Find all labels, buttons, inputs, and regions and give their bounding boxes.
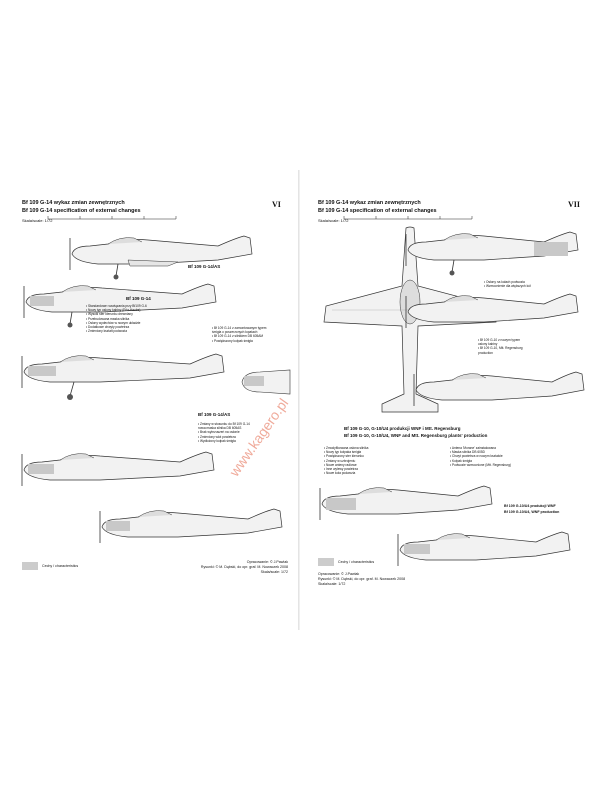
note-line: • Antena 'Morane' zainstalowana xyxy=(450,446,496,450)
aircraft-profile-2 xyxy=(23,283,217,328)
note-line: • Inne wylewy powietrza xyxy=(324,467,358,472)
left-notes-b: • Bf 109 G-14 z zamontowanym typem śmigł… xyxy=(212,326,266,343)
right-label-1: Bf 109 G-10/U4 produkcji WNF xyxy=(504,504,556,508)
left-label-2: Bf 109 G-14 xyxy=(126,296,151,301)
right-notes-d: • Antena 'Morane' zainstalowana • Maska … xyxy=(450,446,511,467)
right-legend: Cechy / characteristics xyxy=(318,558,374,566)
note-line: • Przebudowana maska silnika xyxy=(86,316,130,321)
note-line: • Bf 109 G-14 z silnikiem DB 605AM xyxy=(212,334,264,339)
legend-swatch xyxy=(318,558,334,566)
book-spread: Bf 109 G-14 wykaz zmian zewnętrznych Bf … xyxy=(8,170,592,630)
note-line: • Nowe anteny radiowe xyxy=(324,462,357,467)
left-notes-c: • Zmiany w stosunku do Bf 109 G-14 nowa … xyxy=(198,422,250,443)
note-line: • Dodatkowe chwyty powietrza xyxy=(86,325,130,330)
note-line: • Chwyt powietrza w nowym kształcie xyxy=(450,454,503,459)
note-line: production xyxy=(478,350,493,355)
legend-swatch xyxy=(22,562,38,570)
footer-line: Opracowanie: © J.Pawlak xyxy=(246,560,288,564)
aircraft-profile-1 xyxy=(69,235,253,280)
right-label-2: Bf 109 G-10/U4, WNF production xyxy=(504,510,560,514)
left-page-number: VI xyxy=(272,200,281,209)
right-notes-b: • Bf 109 G-10 z nowym typem osłony kabin… xyxy=(478,338,523,355)
note-line: • Wzmocnienie dla większych kół xyxy=(484,284,531,289)
aircraft-profile-r5 xyxy=(397,531,571,566)
note-line: • Powiększony ster kierunku xyxy=(324,454,364,459)
nose-detail xyxy=(241,369,291,395)
right-notes-c: • Zmodyfikowana osłona silnika • Nowy ty… xyxy=(324,446,368,475)
left-footer: Opracowanie: © J.Pawlak Rysunki: © M. Dą… xyxy=(158,560,288,575)
note-line: nowa maska silnika DB 605AS xyxy=(198,426,242,431)
left-legend: Cechy / characteristics xyxy=(22,562,78,570)
right-production-pl: Bf 109 G-10, G-10/U4 produkcji WNF i Mtt… xyxy=(344,426,461,431)
note-line: śmigła o poszerzonych łopatach xyxy=(212,330,258,335)
note-line: • Podwozie wzmocnione (Mtt. Regensburg) xyxy=(450,462,511,467)
aircraft-profile-4 xyxy=(21,451,215,486)
legend-text: Cechy / characteristics xyxy=(42,563,79,568)
right-scale: Skala/scale: 1/72 xyxy=(318,218,349,223)
left-scale: Skala/scale: 1/72 xyxy=(22,218,53,223)
note-line: • Zmodyfikowana osłona silnika xyxy=(324,446,369,450)
left-title-pl: Bf 109 G-14 wykaz zmian zewnętrznych xyxy=(22,200,125,206)
note-line: • Brak wybrzuszeń na osłonie xyxy=(198,430,240,435)
right-page: Bf 109 G-14 wykaz zmian zewnętrznych Bf … xyxy=(300,170,592,630)
note-line: • Zmieniony wlot powietrza xyxy=(198,434,236,439)
note-line: • Standardowe rozwiązania przy Bf109 G-6 xyxy=(86,304,147,308)
left-page: Bf 109 G-14 wykaz zmian zewnętrznych Bf … xyxy=(8,170,300,630)
aircraft-profile-5 xyxy=(99,508,283,543)
note-line: • Kołpak śmigła xyxy=(450,458,472,463)
left-label-3: Bf 109 G-14/AS xyxy=(198,412,231,417)
note-line: • Nowy typ kołpaka śmigła xyxy=(324,450,362,455)
aircraft-profile-r1 xyxy=(405,231,579,276)
scale-bar-left xyxy=(47,216,177,220)
left-notes-a: • Standardowe rozwiązania przy Bf109 G-6… xyxy=(86,304,147,333)
footer-line: Skala/scale: 1/72 xyxy=(318,582,346,586)
right-title-pl: Bf 109 G-14 wykaz zmian zewnętrznych xyxy=(318,200,421,206)
right-notes-a: • Osłony na kołach podwozia • Wzmocnieni… xyxy=(484,280,531,288)
right-page-number: VII xyxy=(568,200,581,209)
note-line: • Bf 109 G-10, Mtt. Regensburg xyxy=(478,346,523,351)
note-line: • Nowe koła podwozia xyxy=(324,471,356,476)
footer-line: Rysunki: © M. Dąbski, do opr. graf. M. N… xyxy=(200,565,288,569)
note-line: • Maska silnika DB 605D xyxy=(450,450,485,455)
note-line: • Osłony na kołach podwozia xyxy=(484,280,525,284)
right-title-en: Bf 109 G-14 specification of external ch… xyxy=(318,208,437,214)
aircraft-profile-r3 xyxy=(413,371,585,406)
note-line: • Bf 109 G-14 z zamontowanym typem xyxy=(212,326,267,330)
note-line: • Bf 109 G-10 z nowym typem xyxy=(478,338,521,342)
note-line: osłony kabiny xyxy=(478,342,498,347)
note-line: • Osłony wydechów w nowym układzie xyxy=(86,320,141,325)
note-line: • Nowy typ osłony kabiny (Erla-Haube) xyxy=(86,308,141,313)
right-production-en: Bf 109 G-10, G-10/U4, WNF and Mtt. Regen… xyxy=(344,433,488,438)
legend-text: Cechy / characteristics xyxy=(338,559,375,564)
left-label-1: Bf 109 G-14/AS xyxy=(188,264,221,269)
note-line: • Zmieniony kształt podwozia xyxy=(86,329,127,334)
aircraft-profile-3 xyxy=(21,353,225,400)
note-line: • Wysoki ster kierunku drewniany xyxy=(86,312,133,317)
note-line: • Wydłużony kołpak śmigła xyxy=(198,438,236,443)
note-line: • Powiększony kołpak śmigła xyxy=(212,338,253,343)
scale-bar-right xyxy=(343,216,473,220)
footer-line: Skala/scale: 1/72 xyxy=(260,570,288,574)
note-line: • Zmiany w stosunku do Bf 109 G-14 xyxy=(198,422,250,426)
right-footer: Opracowanie: © J.Pawlak Rysunki: © M. Dą… xyxy=(318,572,405,587)
aircraft-profile-r2 xyxy=(405,293,579,328)
left-title-en: Bf 109 G-14 specification of external ch… xyxy=(22,208,141,214)
footer-line: Rysunki: © M. Dąbski, do opr. graf. M. N… xyxy=(318,577,406,581)
note-line: • Zmiany w uzbrojeniu xyxy=(324,458,356,463)
footer-line: Opracowanie: © J.Pawlak xyxy=(318,572,360,576)
aircraft-profile-r4 xyxy=(319,485,493,520)
